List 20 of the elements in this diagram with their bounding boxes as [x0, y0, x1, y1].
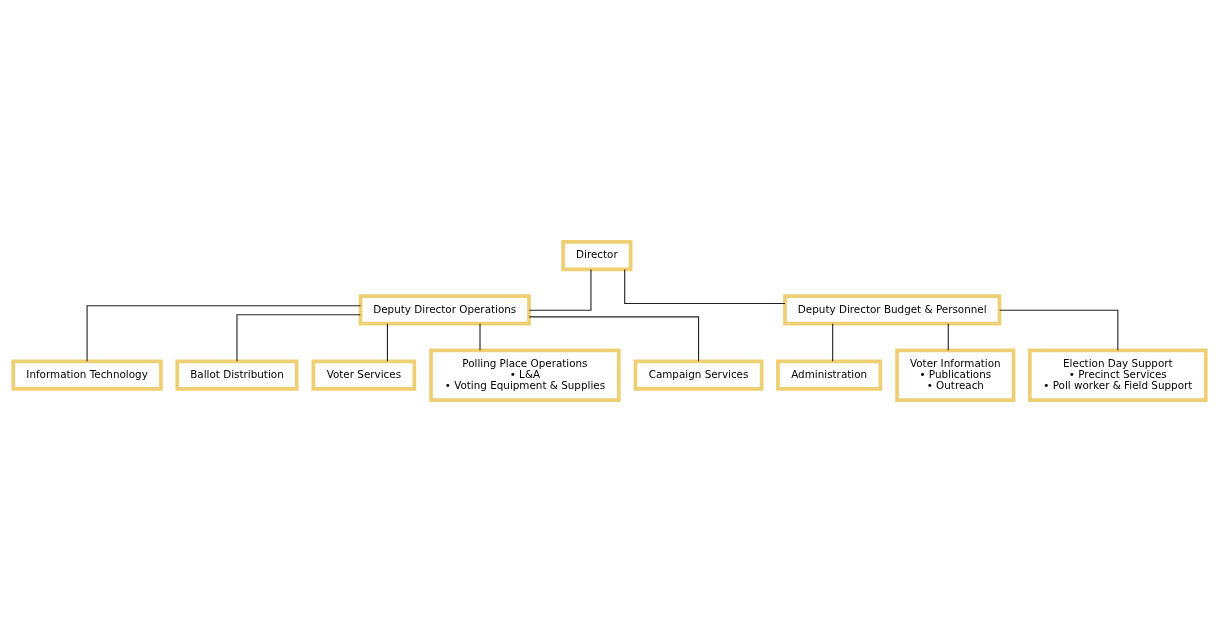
connector [528, 268, 592, 311]
node-box: Administration [776, 359, 883, 391]
node-box: Deputy Director Operations [358, 293, 531, 325]
connector [236, 313, 361, 362]
connector [528, 315, 700, 362]
node-box: Voter Services [311, 359, 417, 391]
node-box: Deputy Director Budget & Personnel [783, 293, 1002, 325]
node-box: Ballot Distribution [175, 359, 299, 391]
node-box: Voter Information • Publications • Outreach [895, 347, 1016, 402]
connector [832, 322, 834, 362]
node-box: Information Technology [11, 359, 163, 391]
connector [947, 322, 949, 351]
node-box: Campaign Services [633, 359, 764, 391]
node-box: Director [561, 239, 633, 271]
connector [386, 322, 388, 362]
connector [999, 309, 1119, 351]
connector [86, 304, 361, 362]
connector [624, 268, 786, 304]
node-box: Election Day Support • Precinct Services • Poll worker & Field Support [1028, 347, 1208, 402]
node-box: Polling Place Operations • L&A • Voting Equipment & Supplies [429, 347, 621, 402]
